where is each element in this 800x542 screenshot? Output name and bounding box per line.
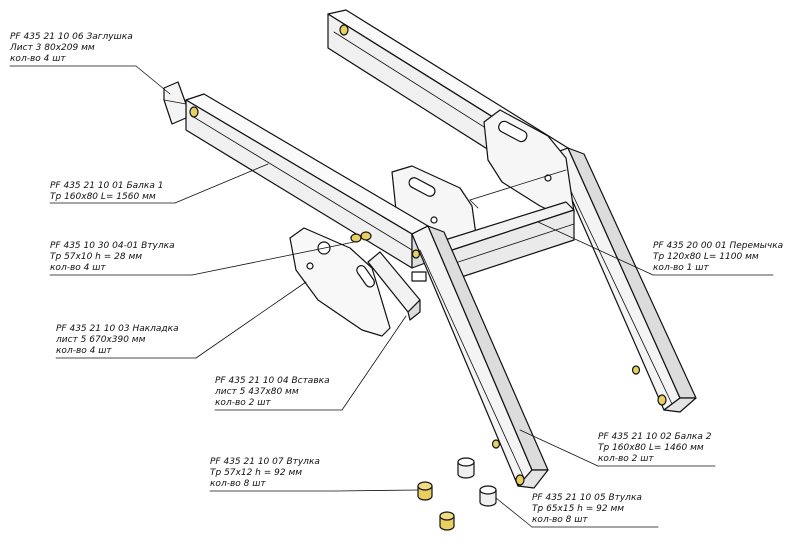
side-plate [289, 227, 391, 337]
label-line: PF 435 21 10 05 Втулка [532, 493, 642, 503]
label-line: Тр 160x80 L= 1560 мм [50, 192, 156, 202]
label-line: PF 435 10 30 04-01 Втулка [50, 241, 175, 251]
label-line: кол-во 4 шт [10, 54, 66, 64]
label-balka1: PF 435 21 10 01 Балка 1 Тр 160x80 L= 156… [50, 181, 163, 203]
label-nakladka: PF 435 21 10 03 Накладка лист 5 670x390 … [56, 324, 179, 357]
label-vtulka-05: PF 435 21 10 05 Втулка Тр 65x15 h = 92 м… [532, 493, 642, 526]
label-line: Тр 120x80 L= 1100 мм [653, 252, 759, 262]
label-line: кол-во 2 шт [215, 398, 271, 408]
label-line: Тр 57x12 h = 92 мм [210, 468, 303, 478]
label-line: PF 435 21 10 02 Балка 2 [598, 432, 712, 442]
label-line: PF 435 20 00 01 Перемычка [653, 241, 784, 251]
leader-lines [9, 65, 774, 528]
label-zaglushka: PF 435 21 10 06 Заглушка Лист 3 80x209 м… [10, 32, 133, 65]
label-line: лист 5 670x390 мм [56, 335, 146, 345]
label-line: PF 435 21 10 06 Заглушка [10, 32, 133, 42]
label-line: PF 435 21 10 01 Балка 1 [50, 181, 164, 191]
label-line: кол-во 4 шт [56, 346, 112, 356]
label-vtulka-1: PF 435 10 30 04-01 Втулка Тр 57x10 h = 2… [50, 241, 175, 274]
small-bushings [350, 231, 372, 243]
label-line: кол-во 8 шт [532, 515, 588, 525]
label-peremychka: PF 435 20 00 01 Перемычка Тр 120x80 L= 1… [653, 241, 783, 274]
label-line: Тр 160x80 L= 1460 мм [598, 443, 704, 453]
label-line: кол-во 4 шт [50, 263, 106, 273]
rear-plate [483, 109, 575, 219]
label-vstavka: PF 435 21 10 04 Вставка лист 5 437x80 мм… [215, 376, 330, 409]
label-line: Лист 3 80x209 мм [10, 43, 95, 53]
loose-bushings [417, 457, 497, 531]
label-balka2: PF 435 21 10 02 Балка 2 Тр 160x80 L= 146… [598, 432, 711, 465]
insert-strip [367, 251, 421, 321]
label-line: кол-во 8 шт [210, 479, 266, 489]
label-line: лист 5 437x80 мм [215, 387, 299, 397]
label-line: PF 435 21 10 03 Накладка [56, 324, 179, 334]
label-line: PF 435 21 10 07 Втулка [210, 457, 320, 467]
label-line: PF 435 21 10 04 Вставка [215, 376, 330, 386]
label-line: Тр 65x15 h = 92 мм [532, 504, 625, 514]
label-line: кол-во 2 шт [598, 454, 654, 464]
label-line: кол-во 1 шт [653, 263, 709, 273]
front-leg [411, 225, 549, 489]
end-cap [163, 81, 187, 125]
label-vtulka-07: PF 435 21 10 07 Втулка Тр 57x12 h = 92 м… [210, 457, 320, 490]
label-line: Тр 57x10 h = 28 мм [50, 252, 143, 262]
